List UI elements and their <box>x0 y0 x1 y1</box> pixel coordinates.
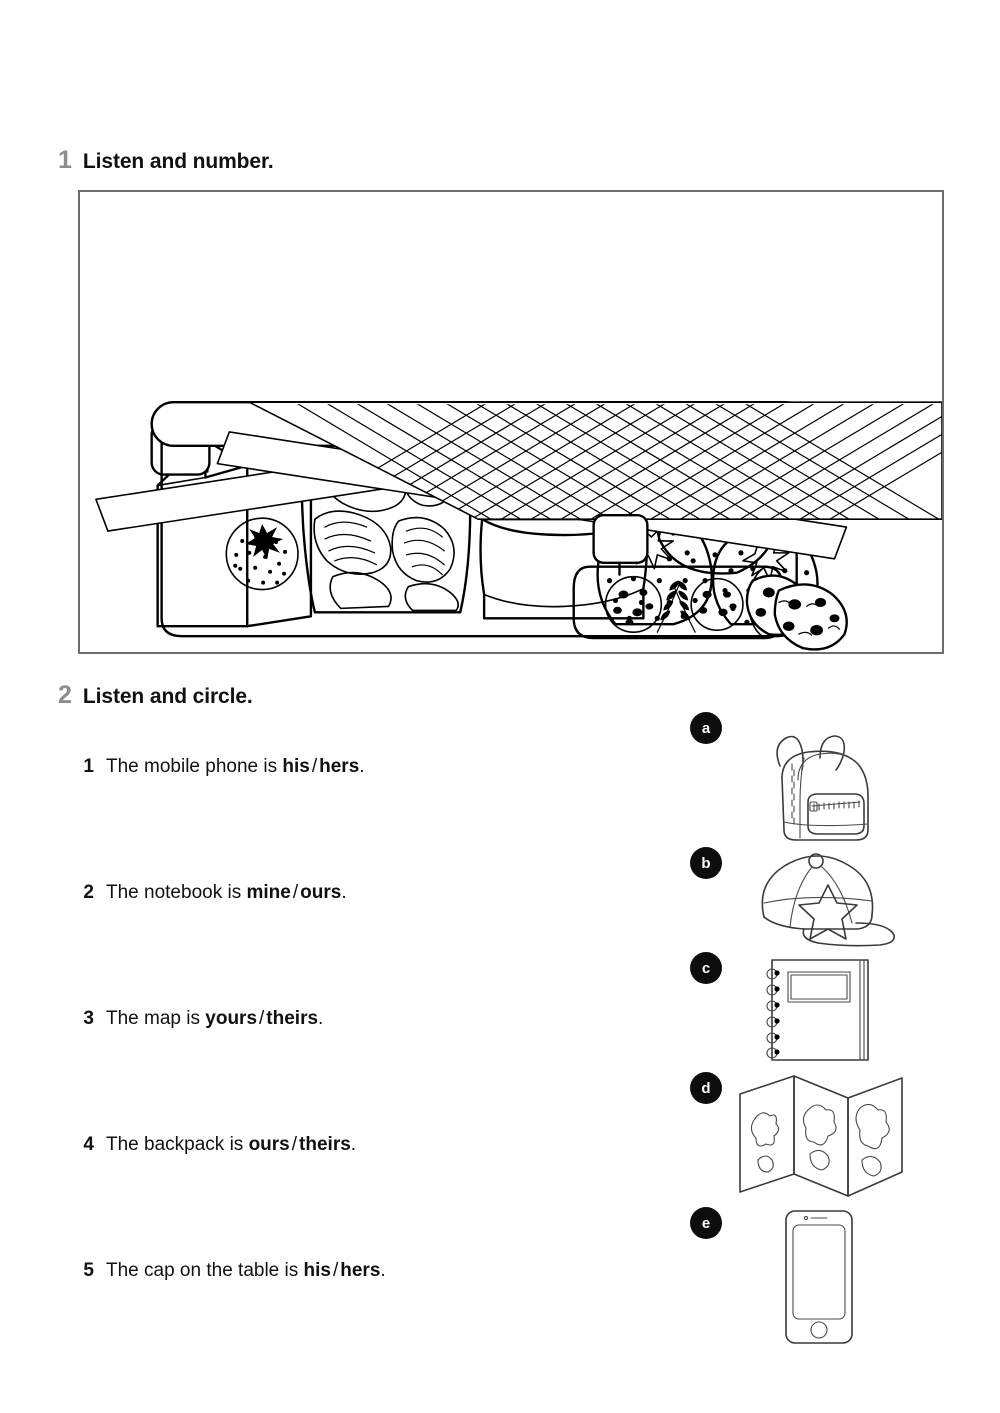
exercise-1-title: Listen and number. <box>82 150 274 173</box>
sentence-prefix: The notebook is <box>106 882 247 903</box>
backpack-icon <box>742 722 892 850</box>
notebook-icon <box>758 954 882 1066</box>
sentence-suffix: . <box>380 1260 386 1281</box>
option-b[interactable]: ours <box>300 882 342 903</box>
sentence-prefix: The mobile phone is <box>106 756 283 777</box>
picnic-basket-art <box>95 400 942 638</box>
option-a[interactable]: yours <box>205 1008 258 1029</box>
option-b[interactable]: hers <box>340 1260 381 1281</box>
sentence-number: 2 <box>83 882 94 903</box>
sentence-row: 5 The cap on the table is his/hers. <box>82 1260 642 1386</box>
option-separator: / <box>292 882 299 903</box>
sentence-row: 4 The backpack is ours/theirs. <box>82 1134 642 1260</box>
sentence-suffix: . <box>318 1008 324 1029</box>
sentence-row: 2 The notebook is mine/ours. <box>82 882 642 1008</box>
sentence-number: 5 <box>83 1260 94 1281</box>
picnic-scene-illustration <box>95 400 942 651</box>
option-separator: / <box>311 756 318 777</box>
sentence-text: The notebook is mine/ours. <box>106 882 347 905</box>
sentence-suffix: . <box>359 756 365 777</box>
sentence-list: 1 The mobile phone is his/hers. 2 The no… <box>82 756 642 1386</box>
exercise-2-title: Listen and circle. <box>82 685 253 708</box>
exercise-2-heading: 2 Listen and circle. <box>58 683 253 708</box>
option-a[interactable]: mine <box>246 882 291 903</box>
option-separator: / <box>291 1134 298 1155</box>
exercise-2-number: 2 <box>58 681 72 709</box>
sentence-number: 1 <box>83 756 94 777</box>
item-letter-badge-a: a <box>690 712 722 744</box>
option-b[interactable]: hers <box>319 756 360 777</box>
option-separator: / <box>259 1008 265 1029</box>
sentence-text: The map is yours/theirs. <box>106 1008 323 1031</box>
binder-rings <box>766 968 780 1059</box>
sentence-prefix: The cap on the table is <box>106 1260 304 1281</box>
sentence-text: The cap on the table is his/hers. <box>106 1260 386 1283</box>
item-letter-badge-c: c <box>690 952 722 984</box>
folded-map-icon <box>732 1074 912 1202</box>
option-b[interactable]: theirs <box>299 1134 351 1155</box>
wheat-icon <box>656 580 696 633</box>
option-a[interactable]: his <box>303 1260 331 1281</box>
item-letter-badge-b: b <box>690 847 722 879</box>
sentence-prefix: The map is <box>106 1008 206 1029</box>
option-separator: / <box>332 1260 339 1281</box>
sentence-number: 4 <box>83 1134 94 1155</box>
sentence-text: The mobile phone is his/hers. <box>106 756 365 779</box>
option-a[interactable]: ours <box>248 1134 290 1155</box>
cookie-packet-art <box>572 514 848 651</box>
sentence-number: 3 <box>83 1008 94 1029</box>
item-letter-badge-d: d <box>690 1072 722 1104</box>
option-b[interactable]: theirs <box>266 1008 319 1029</box>
sentence-suffix: . <box>341 882 347 903</box>
sentence-suffix: . <box>350 1134 357 1155</box>
sentence-row: 1 The mobile phone is his/hers. <box>82 756 642 882</box>
baseball-cap-icon <box>742 843 902 951</box>
sentence-prefix: The backpack is <box>106 1134 249 1155</box>
item-letter-badge-e: e <box>690 1207 722 1239</box>
exercise-1-heading: 1 Listen and number. <box>58 148 274 173</box>
mobile-phone-icon <box>778 1207 860 1347</box>
option-a[interactable]: his <box>282 756 310 777</box>
sentence-row: 3 The map is yours/theirs. <box>82 1008 642 1134</box>
picnic-scene-frame <box>78 190 944 654</box>
exercise-1-number: 1 <box>58 146 72 174</box>
sentence-text: The backpack is ours/theirs. <box>106 1134 356 1157</box>
